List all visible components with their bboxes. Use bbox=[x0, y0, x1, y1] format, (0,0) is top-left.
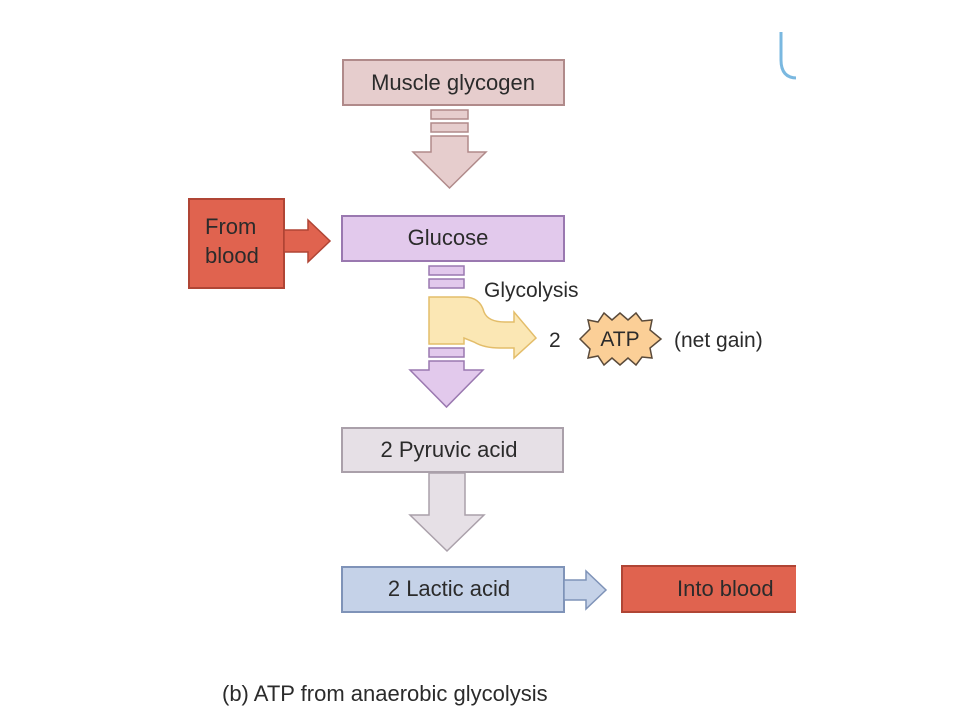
lactic-to-blood-arrow bbox=[563, 569, 608, 611]
lactic-acid-node: 2 Lactic acid bbox=[341, 566, 565, 613]
muscle-glycogen-node: Muscle glycogen bbox=[342, 59, 565, 106]
from-blood-arrow bbox=[283, 218, 332, 264]
pyruvic-to-lactic-arrow bbox=[408, 472, 486, 553]
from-blood-node: From blood bbox=[188, 198, 285, 289]
atp-branch-arrow bbox=[428, 296, 538, 360]
glycogen-to-glucose-arrow bbox=[411, 109, 488, 190]
glycolysis-band-2 bbox=[428, 278, 465, 289]
atp-label: ATP bbox=[600, 328, 639, 351]
muscle-glycogen-label: Muscle glycogen bbox=[371, 70, 535, 95]
from-blood-label-line1: From bbox=[205, 214, 256, 239]
from-blood-label-line2: blood bbox=[205, 243, 259, 268]
glucose-to-pyruvic-arrow bbox=[408, 347, 485, 409]
pyruvic-acid-node: 2 Pyruvic acid bbox=[341, 427, 564, 473]
atp-burst-icon bbox=[578, 311, 663, 367]
glucose-node: Glucose bbox=[341, 215, 565, 262]
into-blood-node: Into blood bbox=[621, 565, 809, 613]
lactic-acid-label: 2 Lactic acid bbox=[388, 576, 510, 601]
glucose-label: Glucose bbox=[408, 225, 489, 250]
pyruvic-acid-label: 2 Pyruvic acid bbox=[381, 437, 518, 462]
atp-count: 2 bbox=[549, 329, 561, 352]
figure-clip-mask bbox=[796, 0, 960, 720]
atp-net-gain-note: (net gain) bbox=[674, 329, 763, 352]
figure-caption: (b) ATP from anaerobic glycolysis bbox=[222, 681, 548, 706]
corner-bracket-mark bbox=[779, 32, 798, 80]
glycolysis-band-1 bbox=[428, 265, 465, 276]
glycolysis-label: Glycolysis bbox=[484, 279, 579, 302]
into-blood-label: Into blood bbox=[677, 576, 774, 601]
